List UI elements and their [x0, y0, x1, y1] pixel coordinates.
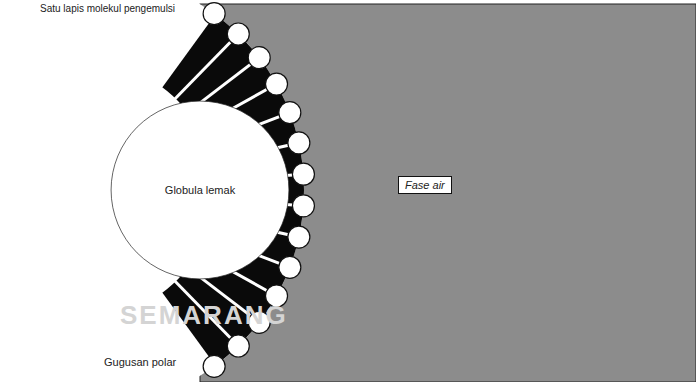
polar-head: [279, 102, 301, 124]
polar-head: [292, 163, 314, 185]
node-text: Fase air: [405, 179, 445, 191]
polar-group-label: Gugusan polar: [104, 356, 176, 368]
polar-head: [227, 23, 249, 45]
polar-head: [266, 73, 288, 95]
polar-head: [203, 355, 225, 377]
nonpolar-tail: [158, 14, 214, 91]
nonpolar-tail: [172, 34, 238, 102]
polar-head: [279, 256, 301, 278]
polar-head: [292, 195, 314, 217]
polar-head: [203, 3, 225, 25]
polar-head: [248, 47, 270, 69]
node-text: Globula lemak: [165, 184, 235, 196]
fat-globule: Globula lemak: [110, 100, 290, 280]
polar-head: [288, 226, 310, 248]
globule-circle: [111, 101, 289, 279]
watermark: SEMARANG: [120, 300, 288, 331]
water-phase-box: Fase air: [398, 176, 452, 194]
layer-label: Satu lapis molekul pengemulsi: [40, 3, 175, 14]
polar-head: [227, 335, 249, 357]
water-boundary-cutout: [0, 0, 304, 382]
polar-head: [288, 132, 310, 154]
